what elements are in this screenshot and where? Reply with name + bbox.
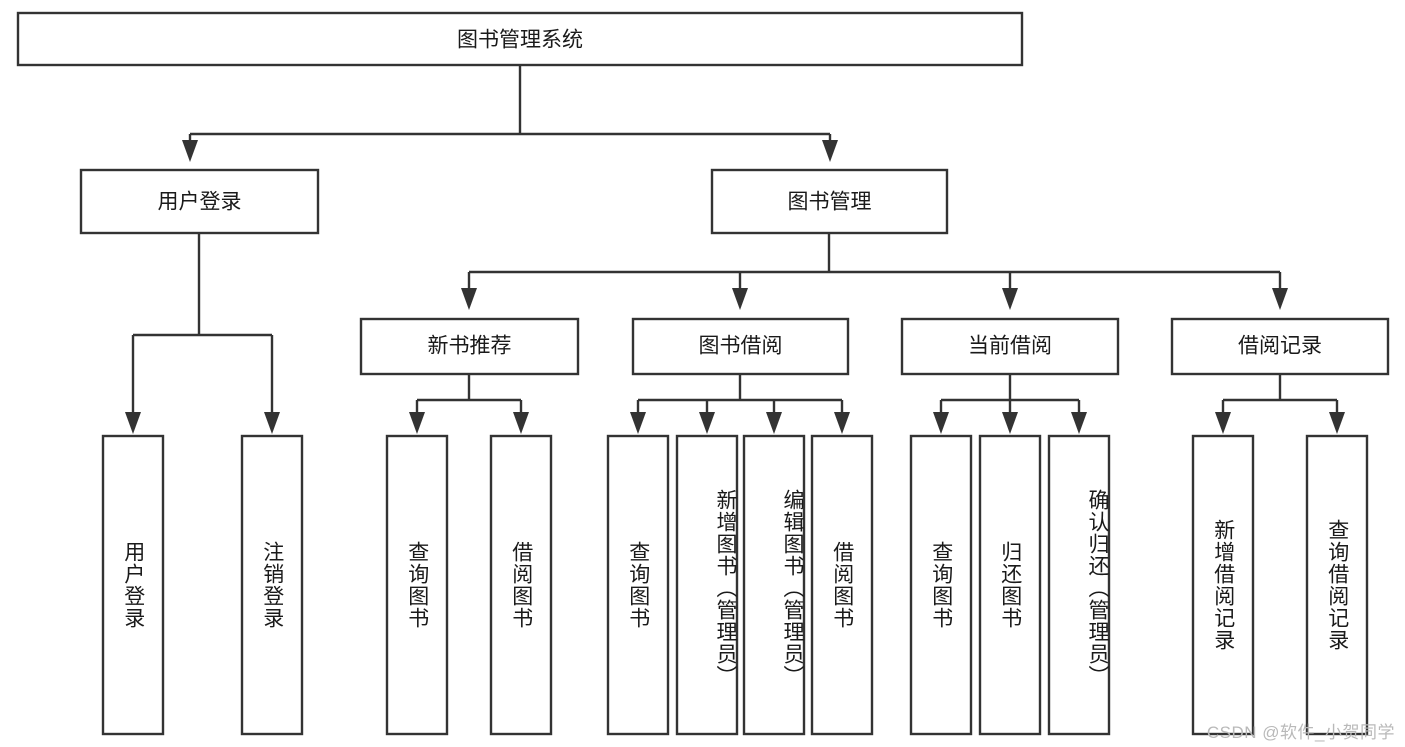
node-book-management[interactable] bbox=[710, 168, 949, 235]
node-leaf-bb-add-book[interactable] bbox=[675, 434, 739, 736]
arrow-to-leaf-logout bbox=[264, 412, 280, 434]
node-leaf-user-login[interactable] bbox=[101, 434, 165, 736]
edge-root-to-level2 bbox=[188, 65, 832, 140]
node-book-management-label: 图书管理 bbox=[788, 191, 872, 214]
arrow-to-leaf-cb-return-book bbox=[1002, 412, 1018, 434]
arrow-to-user-login bbox=[182, 140, 198, 162]
node-current-borrow-label: 当前借阅 bbox=[968, 335, 1052, 358]
node-borrow-record[interactable] bbox=[1170, 317, 1390, 376]
arrow-to-book-manage bbox=[822, 140, 838, 162]
node-book-borrow-label: 图书借阅 bbox=[699, 335, 783, 358]
node-borrow-record-label: 借阅记录 bbox=[1238, 335, 1322, 358]
edge-currentborrow-to-leaves bbox=[939, 374, 1081, 412]
arrow-to-leaf-cb-confirm-return bbox=[1071, 412, 1087, 434]
node-new-book-recommend[interactable] bbox=[359, 317, 580, 376]
arrow-to-leaf-br-query-record bbox=[1329, 412, 1345, 434]
arrow-to-leaf-bb-edit-book bbox=[766, 412, 782, 434]
node-leaf-br-query-record[interactable] bbox=[1305, 434, 1369, 736]
node-leaf-bb-borrow-book[interactable] bbox=[810, 434, 874, 736]
node-leaf-logout[interactable] bbox=[240, 434, 304, 736]
node-root-label: 图书管理系统 bbox=[457, 29, 583, 52]
arrow-to-new-book-recommend bbox=[461, 288, 477, 310]
node-user-login-label: 用户登录 bbox=[158, 191, 242, 214]
node-leaf-nb-query-book[interactable] bbox=[385, 434, 449, 736]
node-current-borrow[interactable] bbox=[900, 317, 1120, 376]
edge-newbook-to-leaves bbox=[415, 374, 523, 412]
node-leaf-bb-edit-book[interactable] bbox=[742, 434, 806, 736]
node-leaf-nb-borrow-book[interactable] bbox=[489, 434, 553, 736]
arrow-to-leaf-bb-borrow-book bbox=[834, 412, 850, 434]
arrow-to-leaf-user-login bbox=[125, 412, 141, 434]
arrow-to-leaf-bb-query-book bbox=[630, 412, 646, 434]
node-book-borrow[interactable] bbox=[631, 317, 850, 376]
arrow-to-leaf-bb-add-book bbox=[699, 412, 715, 434]
node-root-book-management-system[interactable] bbox=[16, 11, 1024, 67]
edge-bookmanage-to-level3 bbox=[467, 233, 1282, 288]
node-leaf-cb-confirm-return[interactable] bbox=[1047, 434, 1111, 736]
node-leaf-cb-return-book[interactable] bbox=[978, 434, 1042, 736]
arrow-to-borrow-record bbox=[1272, 288, 1288, 310]
arrow-to-leaf-nb-query-book bbox=[409, 412, 425, 434]
edge-userlogin-to-leaves bbox=[131, 233, 274, 412]
edge-borrowrecord-to-leaves bbox=[1221, 374, 1339, 412]
node-leaf-cb-query-book[interactable] bbox=[909, 434, 973, 736]
arrow-to-leaf-br-add-record bbox=[1215, 412, 1231, 434]
node-new-book-recommend-label: 新书推荐 bbox=[428, 335, 512, 358]
arrow-to-leaf-nb-borrow-book bbox=[513, 412, 529, 434]
edge-bookborrow-to-leaves bbox=[636, 374, 844, 412]
node-user-login[interactable] bbox=[79, 168, 320, 235]
arrow-to-current-borrow bbox=[1002, 288, 1018, 310]
arrow-to-leaf-cb-query-book bbox=[933, 412, 949, 434]
node-leaf-br-add-record[interactable] bbox=[1191, 434, 1255, 736]
watermark-text: CSDN @软件_小贺同学 bbox=[1206, 723, 1395, 742]
arrow-to-book-borrow bbox=[732, 288, 748, 310]
node-leaf-bb-query-book[interactable] bbox=[606, 434, 670, 736]
